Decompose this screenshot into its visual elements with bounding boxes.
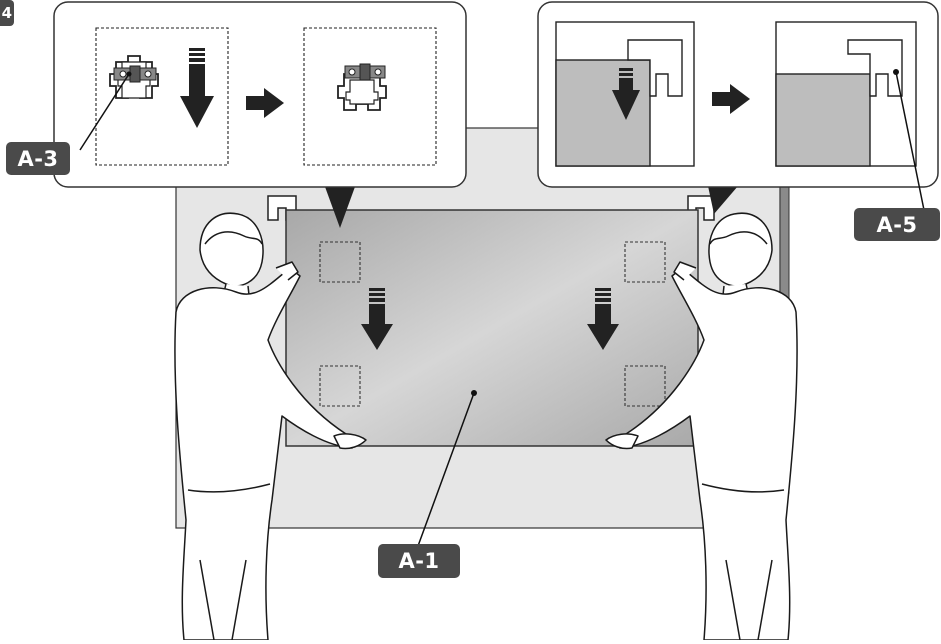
bracket-zone-top-left [319,241,361,283]
person-right [605,212,798,641]
label-a3: A-3 [6,142,70,175]
a1-leader [417,390,477,547]
bracket-zone-top-right [624,241,666,283]
down-arrow-icon [361,288,393,350]
down-arrow-icon [612,68,640,120]
down-arrow-icon [180,48,214,128]
label-a5: A-5 [854,208,940,241]
down-arrow-icon [587,288,619,350]
bracket-zone-bottom-left [319,365,361,407]
right-arrow-icon [712,84,750,114]
label-a1: A-1 [378,544,460,578]
step-number: 4 [0,0,14,26]
person-left [174,212,367,641]
display-panel [285,209,699,447]
callout-box-right [537,1,939,214]
bracket-piece-icon [109,55,159,99]
bracket-zone-bottom-right [624,365,666,407]
right-arrow-icon [246,88,284,118]
callout-box-left [53,1,467,228]
bracket-piece-icon [337,63,387,111]
